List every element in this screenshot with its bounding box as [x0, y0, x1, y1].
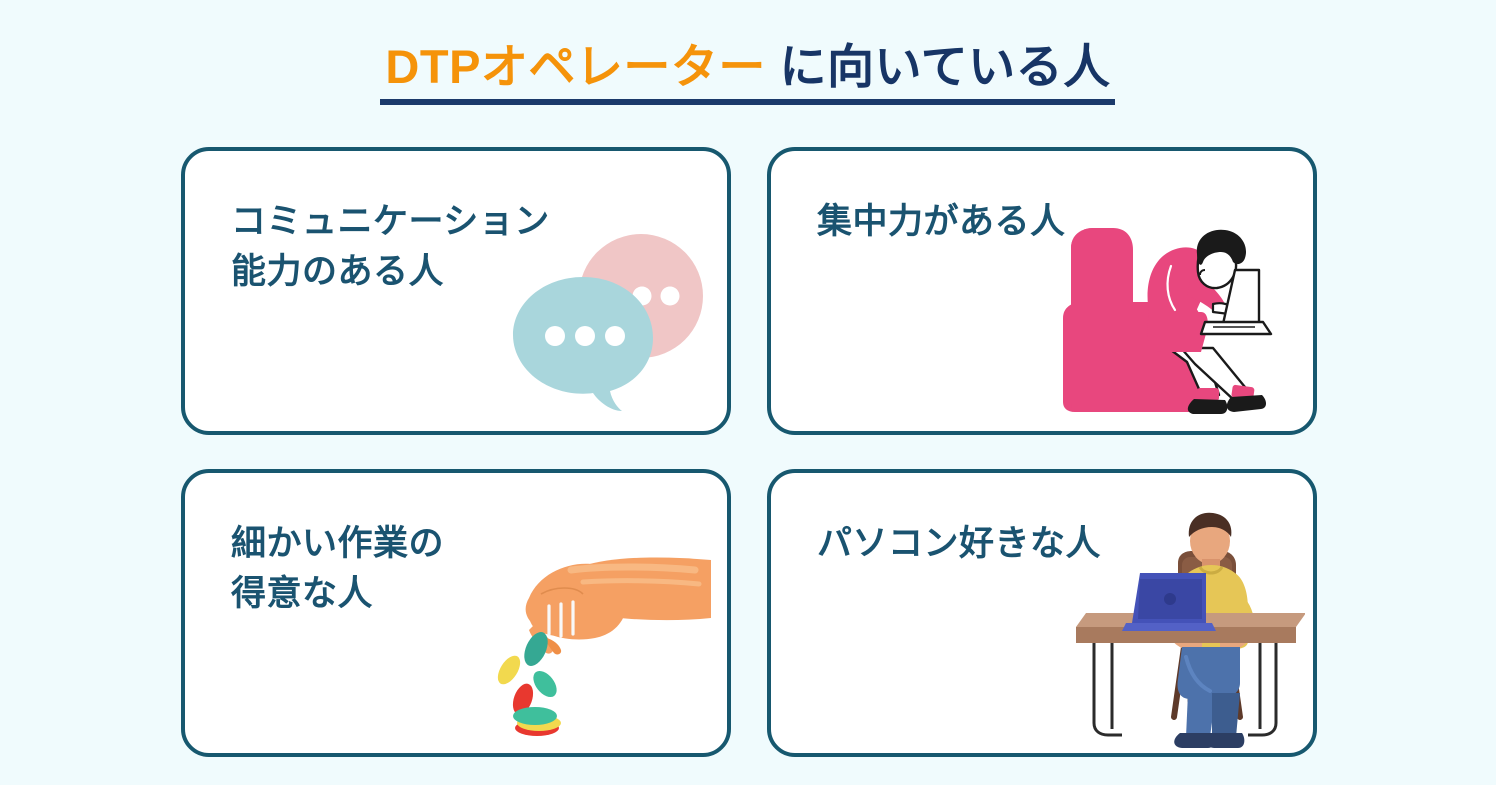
card-concentration-label: 集中力がある人: [817, 202, 1066, 241]
person-at-desk-icon: [1070, 501, 1306, 751]
hand-dropping-beads-icon: [463, 546, 713, 751]
cards-grid: コミュニケーション 能力のある人 集中力がある人: [181, 147, 1317, 757]
card-concentration[interactable]: 集中力がある人: [767, 147, 1317, 435]
card-communication-label: コミュニケーション 能力のある人: [231, 202, 550, 291]
page-title-rest: に向いている人: [765, 40, 1111, 93]
speech-bubbles-icon: [511, 228, 711, 413]
page-title-accent: DTPオペレーター: [385, 40, 766, 93]
card-communication[interactable]: コミュニケーション 能力のある人: [181, 147, 731, 435]
page-title-container: DTPオペレーター に向いている人: [0, 40, 1496, 106]
card-likes-computers[interactable]: パソコン好きな人: [767, 469, 1317, 757]
card-likes-computers-label: パソコン好きな人: [817, 524, 1102, 563]
page-title: DTPオペレーター に向いている人: [380, 40, 1115, 106]
card-detail-work-label: 細かい作業の 得意な人: [231, 524, 445, 613]
person-on-armchair-icon: [1053, 200, 1303, 425]
card-detail-work[interactable]: 細かい作業の 得意な人: [181, 469, 731, 757]
